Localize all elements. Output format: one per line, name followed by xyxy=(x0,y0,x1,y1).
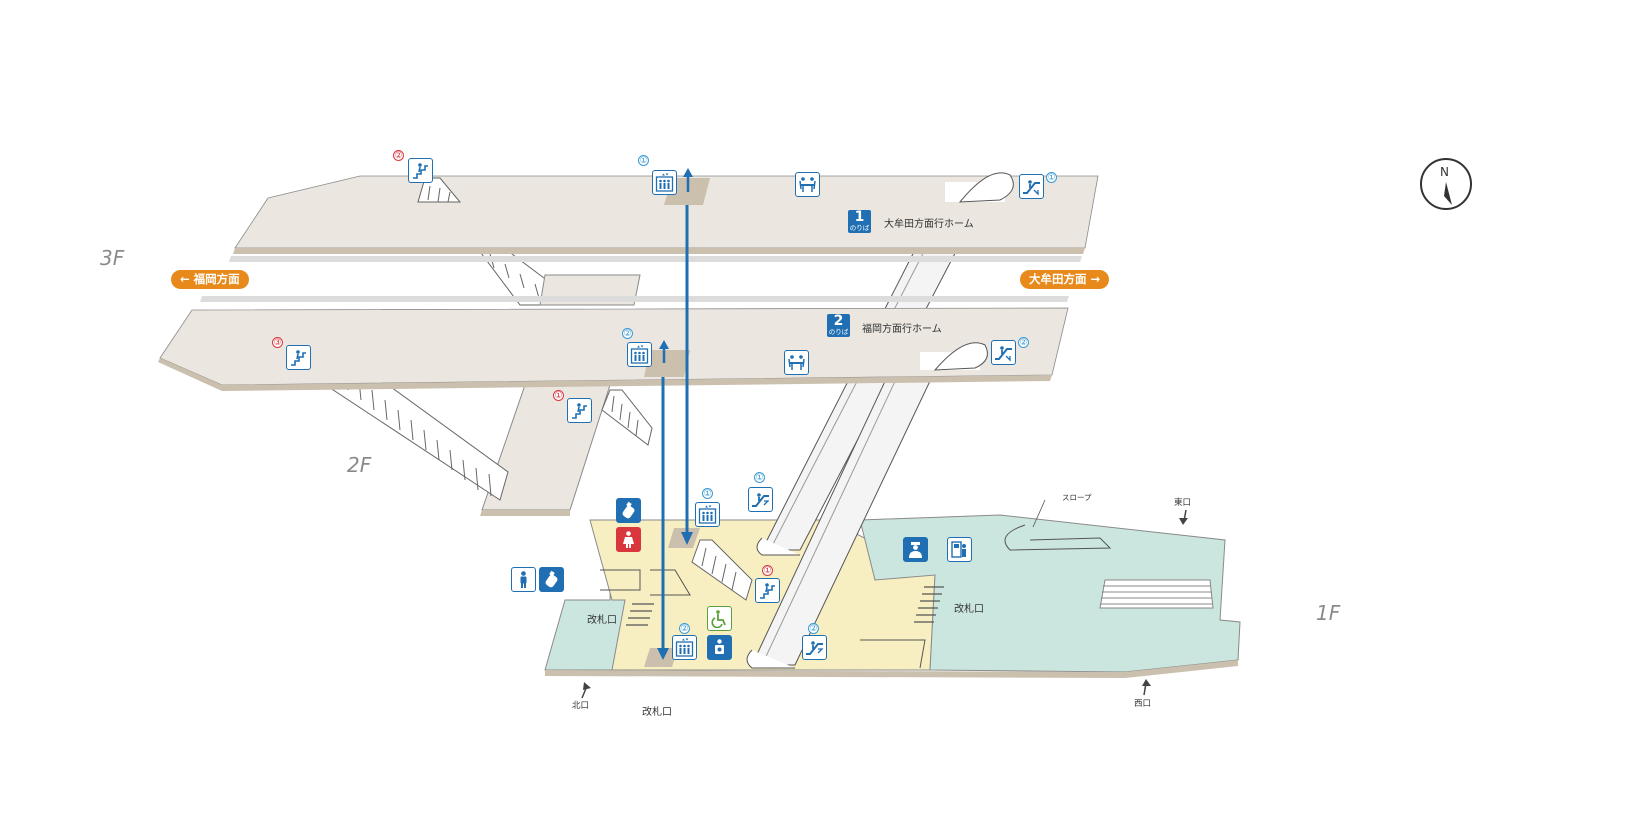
escalator-icon[interactable] xyxy=(1019,174,1044,199)
station-office-icon[interactable] xyxy=(903,537,928,562)
stairs-icon[interactable] xyxy=(567,398,592,423)
platform-1-label: 大牟田方面行ホーム xyxy=(884,219,974,230)
compass-letter: N xyxy=(1440,165,1449,179)
platform-2-edge xyxy=(158,358,1052,391)
platform-1-number: 1 xyxy=(854,209,865,225)
elevator-icon[interactable] xyxy=(695,502,720,527)
up-arrow-3f xyxy=(683,168,693,192)
accessible-toilet-icon[interactable] xyxy=(707,606,732,631)
stairs-1f-central xyxy=(691,539,753,601)
north-exit-label: 北口 xyxy=(572,701,590,711)
elevator-icon[interactable] xyxy=(672,635,697,660)
elevator-footprint-2f xyxy=(644,350,690,377)
ticket-gates-east xyxy=(914,586,944,623)
track-3f-upper xyxy=(229,256,1082,262)
baby-care-icon[interactable] xyxy=(616,498,641,523)
floor-label-3f: 3F xyxy=(100,246,125,270)
marker-elevator-1f-b: ② xyxy=(679,623,690,634)
platform-2-badge: 2 のりば xyxy=(827,314,850,337)
ticket-gate-label-east: 改札口 xyxy=(954,604,984,615)
east-exit-stairs xyxy=(1099,579,1214,609)
elevator-footprint-1f-b xyxy=(644,648,678,667)
platform-1-sub: のりば xyxy=(849,224,870,232)
marker-elevator-1f-a: ① xyxy=(702,488,713,499)
marker-elevator-3f: ① xyxy=(638,155,649,166)
direction-omuta: 大牟田方面 → xyxy=(1020,270,1110,289)
platform-3f-1-edge xyxy=(233,248,1085,254)
stairs-icon[interactable] xyxy=(755,578,780,603)
escalator-icon[interactable] xyxy=(991,340,1016,365)
marker-escalator-1f-b: ② xyxy=(808,623,819,634)
track-3f-lower xyxy=(200,296,1069,302)
waiting-room-icon[interactable] xyxy=(795,172,820,197)
slope-label: スロープ xyxy=(1062,493,1092,502)
ticket-machine-icon[interactable] xyxy=(947,537,972,562)
floor-1f-walls-c xyxy=(860,639,926,669)
restroom-male-icon[interactable] xyxy=(511,567,536,592)
compass-icon: N xyxy=(1420,158,1472,210)
elevator-icon[interactable] xyxy=(627,342,652,367)
ticket-gate-label-west: 改札口 xyxy=(587,615,617,626)
waiting-room-icon[interactable] xyxy=(784,350,809,375)
baby-care-icon[interactable] xyxy=(539,567,564,592)
direction-fukuoka: ← 福岡方面 xyxy=(171,270,249,289)
marker-stairs-1f: ① xyxy=(762,565,773,576)
ticket-gates-west xyxy=(626,603,654,626)
west-exit-label: 西口 xyxy=(1134,699,1152,709)
escalator-head-p1 xyxy=(945,172,1014,203)
floor-1f-base-edge xyxy=(545,660,1238,678)
platform-2-number: 2 xyxy=(833,313,844,329)
stairs-icon[interactable] xyxy=(408,158,433,183)
east-exit-arrow xyxy=(1179,509,1188,525)
restroom-female-icon[interactable] xyxy=(616,527,641,552)
elevator-icon[interactable] xyxy=(652,170,677,195)
marker-stairs-p2: ③ xyxy=(272,337,283,348)
floor-label-2f: 2F xyxy=(347,453,372,477)
escalator-icon[interactable] xyxy=(802,635,827,660)
ticket-gate-label-south: 改札口 xyxy=(642,707,672,718)
stairs-platform-1-west xyxy=(417,177,462,203)
marker-stairs-p1: ② xyxy=(393,150,404,161)
elevator-shaft-a-arrow xyxy=(681,532,693,545)
marker-elevator-2f: ② xyxy=(622,328,633,339)
escalator-head-p2 xyxy=(920,342,988,371)
multipurpose-toilet-icon[interactable] xyxy=(707,635,732,660)
east-exit-label: 東口 xyxy=(1174,498,1192,508)
slope-path xyxy=(1004,524,1112,551)
marker-escalator-p1: ① xyxy=(1046,172,1057,183)
slope-pointer xyxy=(1032,499,1046,528)
marker-escalator-1f-a: ① xyxy=(754,472,765,483)
platform-2-label: 福岡方面行ホーム xyxy=(862,324,942,335)
platform-2-sub: のりば xyxy=(828,328,849,336)
north-exit-arrow xyxy=(581,682,591,699)
floor-label-1f: 1F xyxy=(1316,601,1341,625)
up-arrow-2f xyxy=(659,340,669,363)
elevator-shaft-b-arrow xyxy=(657,648,669,660)
escalator-icon[interactable] xyxy=(748,487,773,512)
marker-stairs-2f: ① xyxy=(553,390,564,401)
floor-2f-concourse-arm-edge xyxy=(480,510,570,516)
west-exit-arrow xyxy=(1142,679,1151,696)
escalator-long-b xyxy=(746,359,941,669)
marker-escalator-p2: ② xyxy=(1018,337,1029,348)
floor-1f-walls xyxy=(600,569,641,591)
stairs-icon[interactable] xyxy=(286,345,311,370)
platform-1-badge: 1 のりば xyxy=(848,210,871,233)
stairs-2f-east xyxy=(601,389,653,446)
